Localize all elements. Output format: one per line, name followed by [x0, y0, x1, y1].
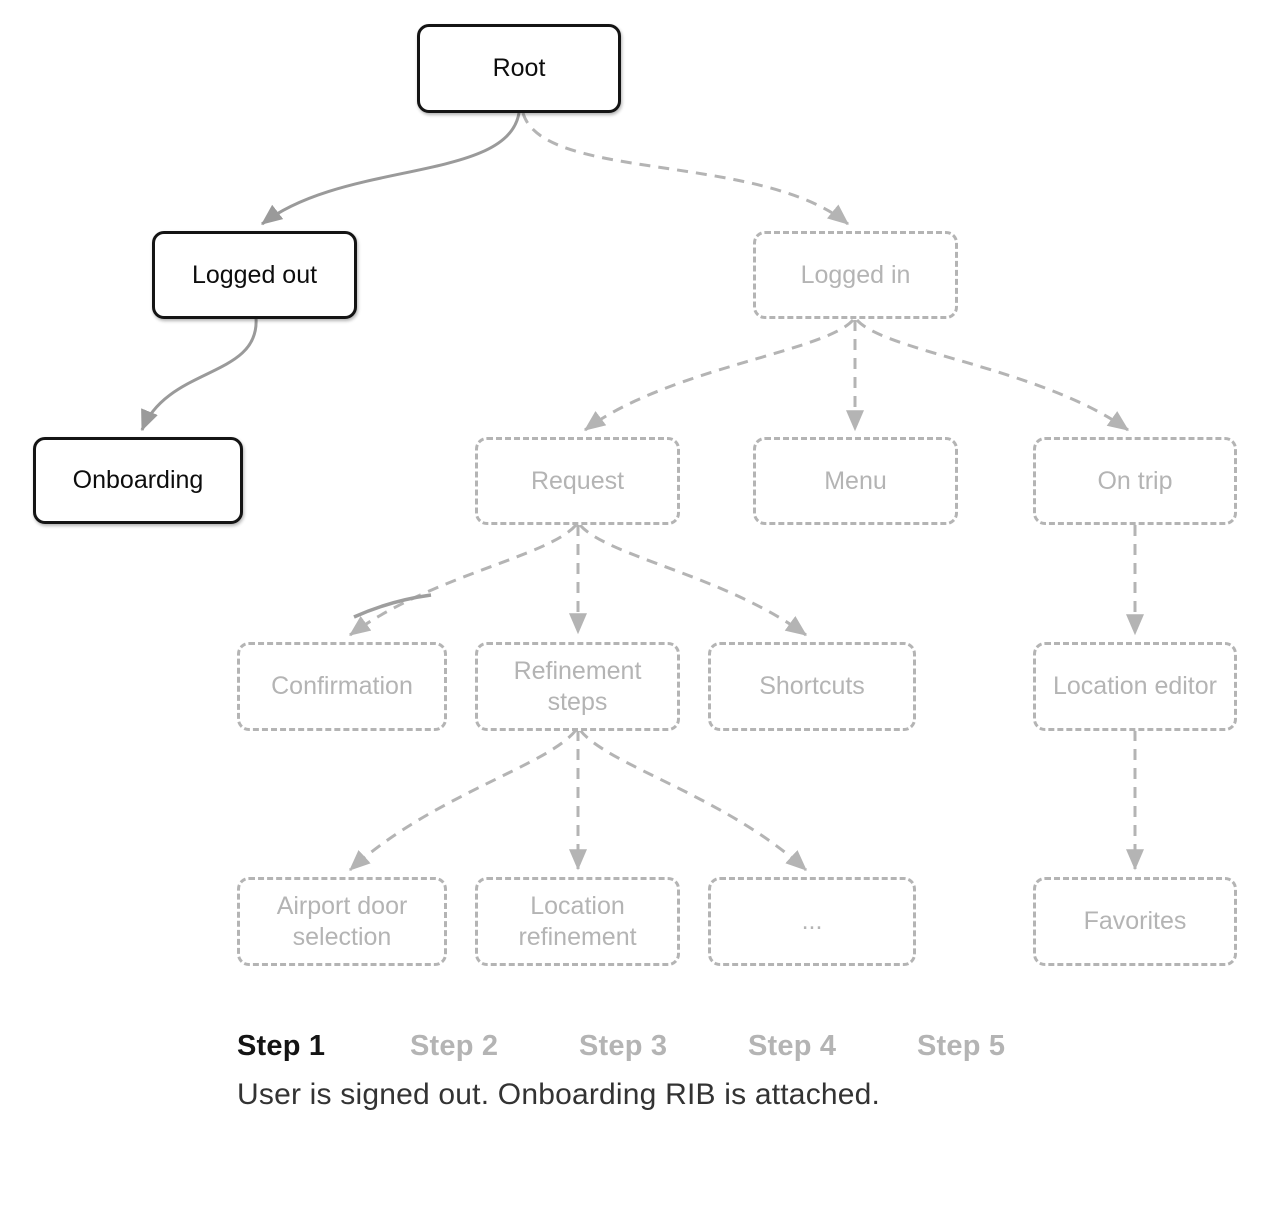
step-selector: Step 1 Step 2 Step 3 Step 4 Step 5 [237, 1030, 1005, 1063]
edge-request-to-confirmation [349, 524, 578, 637]
node-request-label: Request [530, 466, 625, 495]
node-shortcuts-label: Shortcuts [759, 672, 865, 701]
node-confirmation-label: Confirmation [271, 672, 413, 701]
node-refinement-steps: Refinement steps [475, 642, 680, 731]
node-onboarding-label: Onboarding [72, 466, 204, 495]
node-location-refinement: Location refinement [475, 877, 680, 966]
node-logged-out: Logged out [152, 231, 357, 319]
step-tab-2[interactable]: Step 2 [410, 1030, 499, 1062]
node-on-trip-label: On trip [1097, 466, 1173, 495]
node-logged-out-label: Logged out [191, 260, 318, 289]
node-onboarding: Onboarding [33, 437, 243, 524]
edge-root-to-logged-in [521, 112, 849, 226]
step-caption: User is signed out. Onboarding RIB is at… [237, 1078, 881, 1111]
node-logged-in-label: Logged in [800, 260, 911, 289]
edge-root-to-logged-out [261, 112, 521, 226]
node-shortcuts: Shortcuts [708, 642, 916, 731]
edge-logged-out-to-onboarding [140, 317, 258, 432]
node-airport-door-selection-label: Airport door selection [276, 892, 408, 951]
node-location-editor-label: Location editor [1052, 672, 1217, 701]
node-favorites-label: Favorites [1083, 907, 1187, 936]
edge-refinement-to-ellipsis [578, 729, 808, 872]
step-tab-5[interactable]: Step 5 [917, 1030, 1006, 1062]
node-ellipsis: ... [708, 877, 916, 966]
node-location-refinement-label: Location refinement [518, 892, 637, 951]
step-tab-4[interactable]: Step 4 [748, 1030, 837, 1062]
edge-refinement-to-airport-door [348, 729, 578, 872]
step-tab-3[interactable]: Step 3 [579, 1030, 668, 1062]
step-tab-1[interactable]: Step 1 [237, 1030, 326, 1062]
node-on-trip: On trip [1033, 437, 1237, 525]
node-root-label: Root [492, 54, 546, 83]
node-favorites: Favorites [1033, 877, 1237, 966]
node-request: Request [475, 437, 680, 525]
edge-request-to-shortcuts [578, 524, 807, 637]
node-root: Root [417, 24, 621, 113]
node-ellipsis-label: ... [801, 907, 823, 936]
node-menu: Menu [753, 437, 958, 525]
node-logged-in: Logged in [753, 231, 958, 319]
node-airport-door-selection: Airport door selection [237, 877, 447, 966]
edge-highlight-segment [353, 593, 432, 619]
node-confirmation: Confirmation [237, 642, 447, 731]
edge-logged-in-to-on-trip [855, 318, 1129, 432]
node-refinement-steps-label: Refinement steps [513, 657, 642, 716]
edge-logged-in-to-request [584, 318, 855, 432]
node-location-editor: Location editor [1033, 642, 1237, 731]
node-menu-label: Menu [824, 466, 887, 495]
